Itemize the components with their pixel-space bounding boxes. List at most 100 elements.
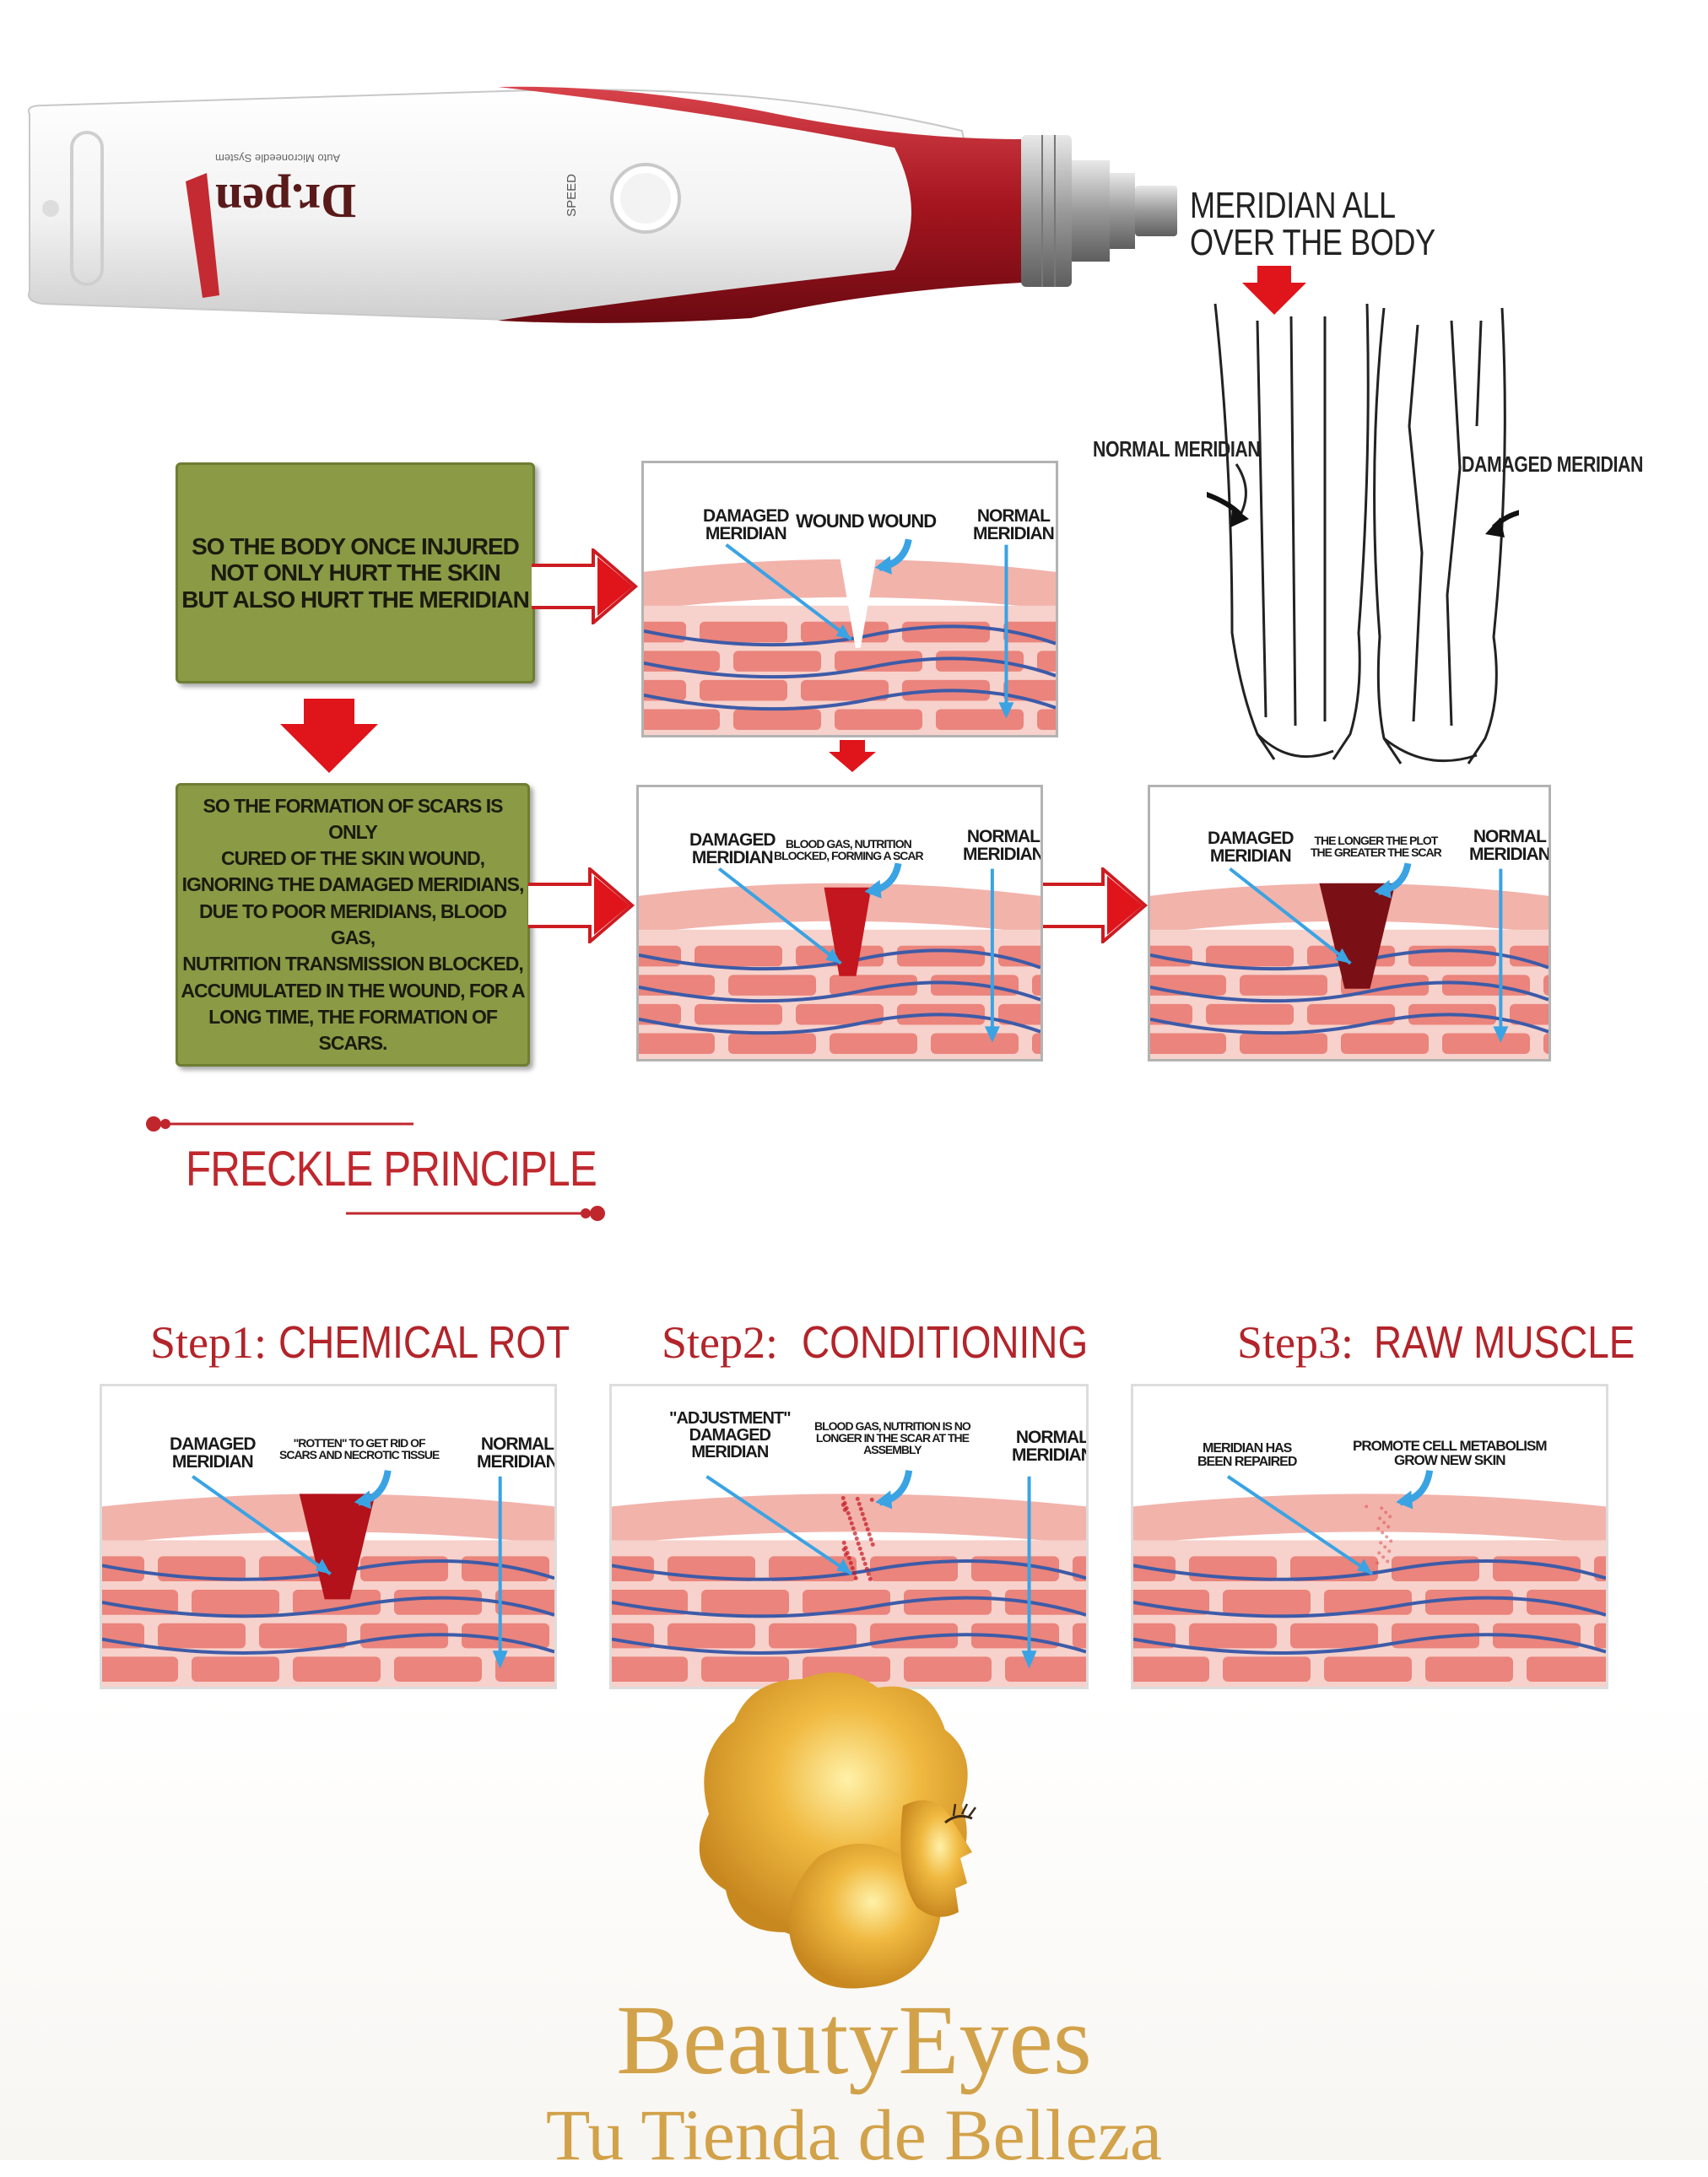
scar-speckle	[846, 1510, 851, 1515]
callout-arrowhead	[864, 879, 882, 899]
healing-speckle	[1385, 1535, 1389, 1539]
muscle-fiber	[1425, 1590, 1513, 1615]
muscle-fiber	[1133, 1656, 1209, 1682]
healing-speckle	[1389, 1539, 1393, 1543]
muscle-fiber	[495, 1590, 554, 1615]
label-damaged-meridian: DAMAGED MERIDIAN	[1208, 829, 1294, 866]
muscle-fiber	[733, 709, 821, 730]
label-damaged-meridian: DAMAGED MERIDIAN	[170, 1434, 256, 1472]
arm-sketch-damaged	[1373, 307, 1519, 764]
red-down-arrow-icon	[1242, 266, 1306, 315]
scar-speckle	[848, 1560, 853, 1565]
muscle-fiber	[1240, 975, 1327, 996]
muscle-fiber	[293, 1656, 381, 1682]
healing-speckle	[1380, 1506, 1384, 1510]
muscle-fiber	[998, 945, 1040, 967]
callout-arrowhead	[984, 1026, 1000, 1043]
label-damaged-meridian: DAMAGED MERIDIAN	[703, 506, 789, 543]
muscle-fiber	[1005, 1656, 1086, 1682]
step1-title: Step1: CHEMICAL ROT	[150, 1316, 621, 1369]
scar-speckle	[863, 1521, 868, 1526]
microneedle-pen-image: Dr.pen Auto Microneedle System SPEED	[25, 80, 1190, 333]
muscle-fiber	[830, 1033, 917, 1054]
right-arrow-icon	[528, 867, 635, 943]
damaged-meridian-label: DAMAGED MERIDIAN	[1462, 451, 1643, 477]
meridian-line	[102, 1633, 554, 1655]
muscle-fiber	[293, 1590, 381, 1615]
scar-speckle	[859, 1551, 864, 1556]
healing-speckle	[1365, 1504, 1369, 1509]
info-box-injury: SO THE BODY ONCE INJURED NOT ONLY HURT T…	[176, 462, 535, 683]
step1-name: CHEMICAL ROT	[278, 1317, 570, 1368]
label-normal-meridian: NORMAL MERIDIAN	[1469, 827, 1550, 864]
healing-speckle	[1378, 1516, 1382, 1521]
muscle-fiber	[1206, 1003, 1294, 1025]
scar-speckle	[841, 1540, 846, 1545]
healing-speckle	[1379, 1541, 1383, 1545]
scar-speckle	[862, 1516, 867, 1521]
muscle-fiber	[936, 709, 1024, 730]
skin-cross-section	[1133, 1469, 1606, 1687]
label-normal-meridian: NORMAL MERIDIAN	[973, 506, 1055, 543]
muscle-fiber	[1223, 1656, 1311, 1682]
healing-speckle	[1384, 1510, 1388, 1515]
muscle-fiber	[192, 1656, 279, 1682]
healing-speckle	[1376, 1526, 1381, 1531]
muscle-fiber	[1150, 1003, 1192, 1025]
muscle-fiber	[158, 1623, 246, 1649]
label-damaged-meridian: DAMAGED MERIDIAN	[689, 830, 776, 867]
scar-speckle	[856, 1541, 861, 1546]
muscle-fiber	[801, 679, 889, 701]
meridian-line	[1133, 1633, 1606, 1655]
skin-cross-section	[102, 1469, 554, 1687]
callout-arrowhead	[836, 1558, 852, 1575]
meridian-line	[1150, 1013, 1549, 1035]
healing-speckle	[1386, 1559, 1390, 1564]
scar-speckle	[861, 1556, 866, 1561]
muscle-fiber	[394, 1590, 482, 1615]
muscle-fiber	[1206, 945, 1294, 967]
meridian-body-title: MERIDIAN ALL OVER THE BODY	[1190, 185, 1435, 263]
callout-arrowhead	[1374, 879, 1392, 899]
callout-arrowhead	[1396, 1490, 1413, 1510]
brand-name: BeautyEyes	[616, 1985, 1092, 2095]
muscle-fiber	[644, 709, 720, 730]
label-normal-meridian: NORMAL MERIDIAN	[1012, 1428, 1089, 1465]
scar-speckle	[850, 1565, 855, 1570]
meridian-line	[1133, 1558, 1606, 1581]
callout-arrow	[705, 1475, 853, 1576]
muscle-fiber	[998, 1003, 1040, 1025]
scar-speckle	[858, 1506, 863, 1511]
meridian-line	[639, 980, 1040, 1003]
muscle-fiber	[1003, 621, 1056, 643]
skin-diagram-step1: DAMAGED MERIDIAN "ROTTEN" TO GET RID OF …	[100, 1384, 557, 1689]
beautyeyes-logo	[699, 1672, 977, 1989]
pen-brand-logo: Dr.pen	[215, 174, 357, 229]
meridian-line	[644, 624, 1056, 647]
freckle-principle-title: FRECKLE PRINCIPLE	[186, 1142, 597, 1197]
callout-arrowhead	[1021, 1650, 1037, 1669]
callout-arrowhead	[835, 624, 851, 640]
label-rotten: "ROTTEN" TO GET RID OF SCARS AND NECROTI…	[279, 1436, 440, 1461]
healing-speckle	[1387, 1549, 1392, 1553]
freckle-title-decoration	[146, 1116, 605, 1221]
arm-sketch-normal	[1207, 303, 1370, 760]
meridian-line	[639, 948, 1040, 971]
callout-arrowhead	[1357, 1558, 1373, 1575]
label-blood-gas-blocked: BLOOD GAS, NUTRITION BLOCKED, FORMING A …	[774, 837, 924, 862]
scar-speckle	[857, 1501, 862, 1506]
muscle-fiber	[1307, 1003, 1395, 1025]
muscle-fiber	[1543, 975, 1549, 996]
meridian-line	[1150, 980, 1549, 1003]
muscle-fiber	[1037, 651, 1056, 672]
scar-speckle	[843, 1552, 848, 1557]
label-normal-meridian: NORMAL MERIDIAN	[477, 1434, 557, 1472]
label-longer-greater-scar: THE LONGER THE PLOT THE GREATER THE SCAR	[1311, 834, 1442, 859]
muscle-fiber	[1510, 945, 1549, 967]
skin-diagram-scar-forming: DAMAGED MERIDIAN BLOOD GAS, NUTRITION BL…	[636, 785, 1043, 1061]
label-adjustment-meridian: "ADJUSTMENT" DAMAGED MERIDIAN	[669, 1409, 792, 1461]
muscle-fiber	[701, 1590, 789, 1615]
callout-arrow	[1226, 1475, 1374, 1576]
muscle-fiber	[700, 621, 787, 643]
callout-arrow	[1229, 867, 1352, 965]
